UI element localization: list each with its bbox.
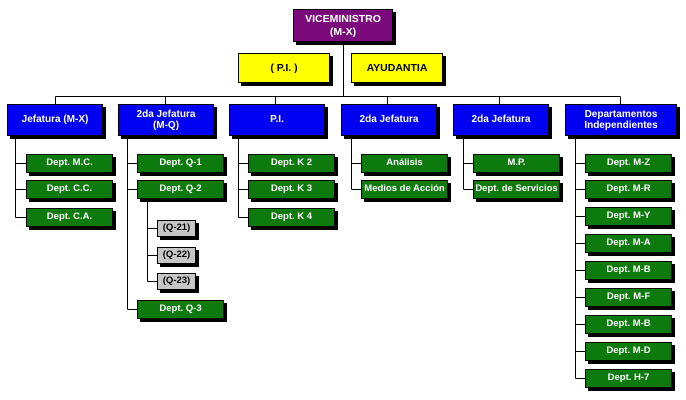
dept-box: Dept. K 4 bbox=[248, 208, 335, 227]
dept-box: Medios de Acción bbox=[361, 180, 448, 199]
header-2da-jefatura-5: 2da Jefatura bbox=[453, 104, 549, 136]
dept-box: Dept. M-R bbox=[585, 180, 672, 199]
ayudantia-box: AYUDANTIA bbox=[351, 53, 443, 83]
subunit-box: (Q-21) bbox=[157, 220, 196, 237]
header-2da-jefatura-mq: 2da Jefatura (M-Q) bbox=[118, 104, 214, 136]
pi-support-box: ( P.I. ) bbox=[238, 53, 330, 83]
viceministro-box: VICEMINISTRO (M-X) bbox=[293, 9, 393, 42]
dept-box: Dept. Q-2 bbox=[137, 180, 224, 199]
dept-box: Dept. M-D bbox=[585, 342, 672, 361]
dept-box: Dept. M-B bbox=[585, 261, 672, 280]
dept-box: Dept. M-F bbox=[585, 288, 672, 307]
dept-box: M.P. bbox=[473, 154, 560, 173]
dept-box: Dept. M-B bbox=[585, 315, 672, 334]
dept-box: Dept. C.A. bbox=[26, 208, 113, 227]
subunit-box: (Q-22) bbox=[157, 247, 196, 264]
subunit-box: (Q-23) bbox=[157, 273, 196, 290]
dept-box: Dept. C.C. bbox=[26, 180, 113, 199]
header-pi: P.I. bbox=[229, 104, 325, 136]
dept-box: Análisis bbox=[361, 154, 448, 173]
header-departamentos-independientes: Departamentos Independientes bbox=[565, 104, 677, 136]
dept-box: Dept. H-7 bbox=[585, 369, 672, 388]
header-jefatura: Jefatura (M-X) bbox=[7, 104, 103, 136]
dept-box: Dept. Q-3 bbox=[137, 300, 224, 319]
dept-box: Dept. M-Y bbox=[585, 207, 672, 226]
dept-box: Dept. M-A bbox=[585, 234, 672, 253]
dept-box: Dept. de Servicios bbox=[473, 180, 560, 199]
dept-box: Dept. M.C. bbox=[26, 154, 113, 173]
header-2da-jefatura-4: 2da Jefatura bbox=[341, 104, 437, 136]
dept-box: Dept. Q-1 bbox=[137, 154, 224, 173]
dept-box: Dept. M-Z bbox=[585, 154, 672, 173]
dept-box: Dept. K 2 bbox=[248, 154, 335, 173]
dept-box: Dept. K 3 bbox=[248, 180, 335, 199]
